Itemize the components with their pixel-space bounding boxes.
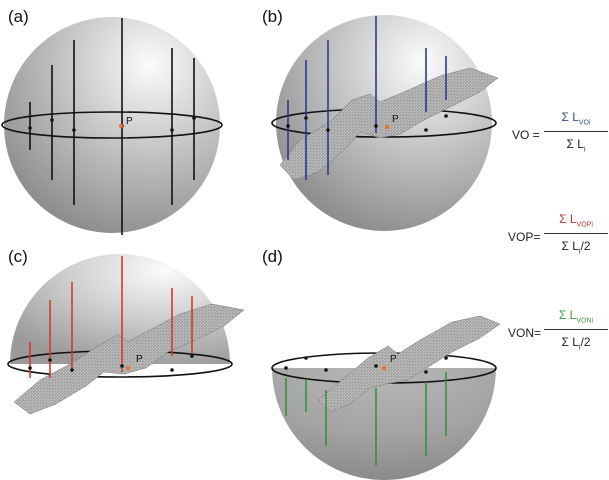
formula-von-den-sigma: Σ L <box>561 335 579 349</box>
formula-vo-numerator: Σ LVOi <box>544 110 608 126</box>
formula-vop-bar <box>544 233 608 234</box>
formula-vo-bar <box>544 131 608 132</box>
formula-von-den-suffix: /2 <box>580 335 591 349</box>
panel-label-d: (d) <box>262 247 283 266</box>
formula-vop-den-sigma: Σ L <box>561 239 579 253</box>
terrain-surface-d <box>317 315 501 413</box>
formula-von-num-sigma: Σ L <box>558 308 577 322</box>
formula-von-den-sub: i <box>578 344 581 352</box>
point-label-c: P <box>136 354 143 365</box>
terrain-surface-c <box>13 303 245 415</box>
formula-vo-lhs: VO = <box>512 128 540 142</box>
sample-point-c-6 <box>190 354 194 358</box>
formula-vo-den-sigma: Σ L <box>566 137 584 151</box>
sample-point-d-3 <box>324 368 328 372</box>
sample-point-a-3 <box>72 128 76 132</box>
vertical-lines-d <box>284 356 448 466</box>
formula-vop-denominator: Σ Li/2 <box>544 239 608 255</box>
sample-point-c-5 <box>170 368 174 372</box>
formula-von-lhs: VON= <box>508 326 542 340</box>
point-p-b <box>385 125 389 129</box>
formula-vop-num-sub: VOPi <box>576 221 593 229</box>
sample-point-b-5 <box>424 128 428 132</box>
point-label-b: P <box>392 114 399 125</box>
formula-vop-numerator: Σ LVOPi <box>544 212 608 228</box>
formula-vop-lhs: VOP= <box>508 230 541 244</box>
panel-b: (b) P <box>262 7 499 231</box>
sample-point-c-1 <box>28 366 32 370</box>
point-p-d <box>382 366 386 370</box>
sample-point-b-6 <box>444 114 448 118</box>
panel-c: (c) P <box>7 247 245 415</box>
formula-von-bar <box>544 329 608 330</box>
vertical-lines-b <box>286 16 448 180</box>
formula-von-numerator: Σ LVONi <box>544 308 608 324</box>
formula-vo-num-sub: VOi <box>578 119 591 127</box>
sample-point-a-1 <box>28 126 32 130</box>
sample-point-b-2 <box>304 116 308 120</box>
equator-a <box>1 111 223 139</box>
panel-label-b: (b) <box>262 7 283 26</box>
sample-point-d-4 <box>374 364 378 368</box>
point-label-d: P <box>390 354 397 365</box>
formula-vo-num-sigma: Σ L <box>561 110 579 124</box>
point-label-a: P <box>126 116 133 127</box>
sphere-a <box>4 17 220 233</box>
sample-point-b-3 <box>326 128 330 132</box>
panel-label-c: (c) <box>8 247 28 266</box>
vertical-lines-c <box>28 256 194 378</box>
point-p-c <box>126 366 130 370</box>
formula-vop-den-sub: i <box>578 248 581 256</box>
formula-vo-den-sub: i <box>583 146 586 154</box>
sample-point-a-6 <box>192 116 196 120</box>
sample-point-a-5 <box>170 128 174 132</box>
sample-point-d-1 <box>284 366 288 370</box>
sample-point-c-4 <box>120 364 124 368</box>
formula-vop-den-suffix: /2 <box>580 239 591 253</box>
formula-vo-denominator: Σ Li <box>544 137 608 153</box>
terrain-surface-b <box>279 67 499 181</box>
sample-point-b-4 <box>374 124 378 128</box>
sample-point-d-2 <box>304 356 308 360</box>
sample-point-d-5 <box>424 370 428 374</box>
formula-von-num-sub: VONi <box>576 317 594 325</box>
formula-von-denominator: Σ Li/2 <box>544 335 608 351</box>
point-p-a <box>119 124 123 128</box>
panel-d: (d) P <box>262 247 501 480</box>
panel-label-a: (a) <box>8 7 29 26</box>
sample-point-c-2 <box>48 358 52 362</box>
sample-point-d-6 <box>444 356 448 360</box>
sample-point-c-3 <box>70 368 74 372</box>
formula-vop-num-sigma: Σ L <box>559 212 577 226</box>
sample-point-a-2 <box>50 118 54 122</box>
panel-a: (a) P <box>1 7 223 235</box>
sample-point-b-1 <box>286 124 290 128</box>
